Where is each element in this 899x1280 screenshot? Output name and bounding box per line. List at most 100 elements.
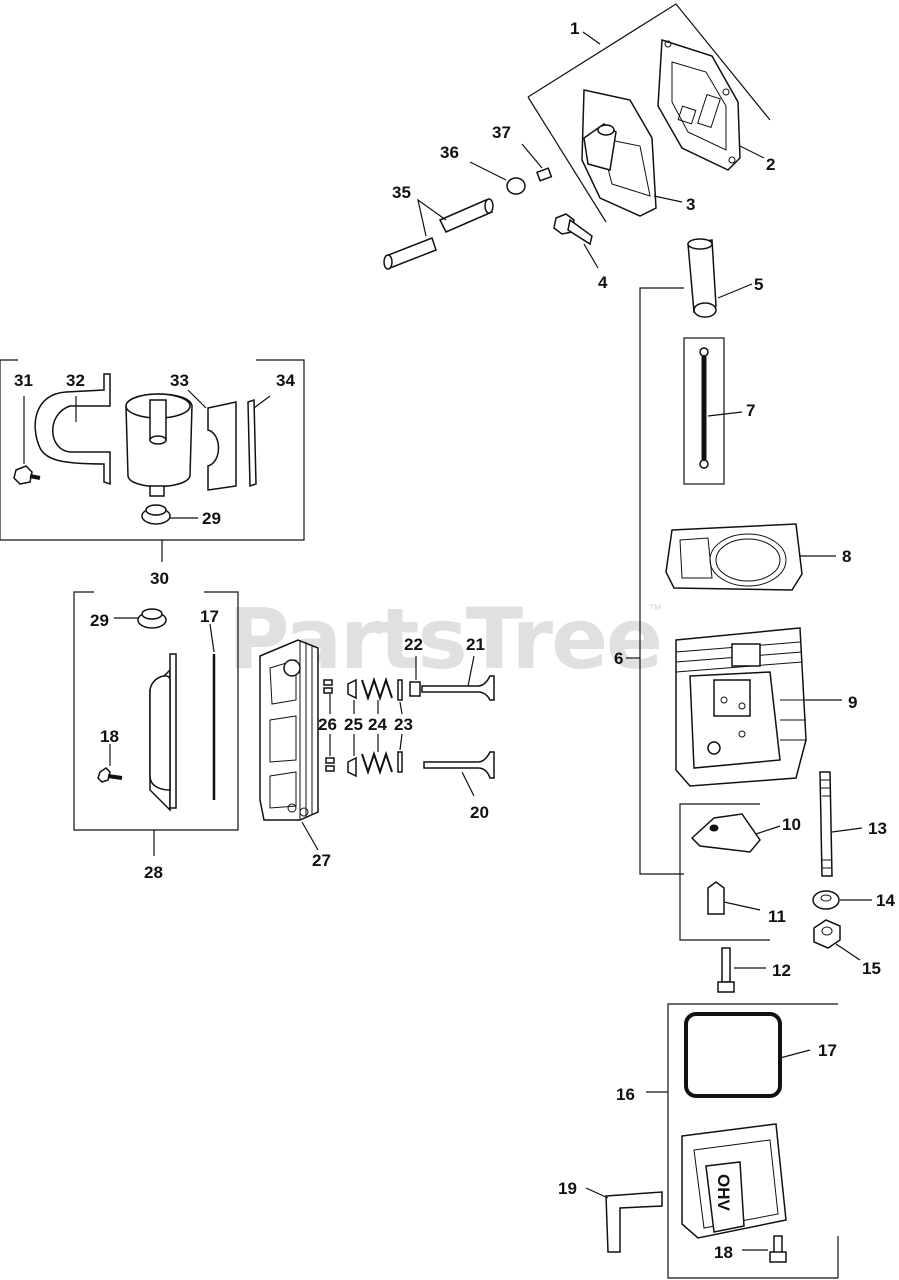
head-washer-hole — [820, 894, 832, 902]
valve-keeper-4 — [325, 765, 335, 772]
callout-1: 1 — [570, 19, 579, 38]
breather-hose-upper-end — [484, 198, 494, 214]
head-stud — [819, 771, 833, 877]
head-rocker-post — [731, 643, 761, 667]
valve-cover-assembly: OHV — [585, 1003, 839, 1279]
bracket-6 — [639, 287, 684, 875]
head-casting-boss-b — [299, 807, 309, 817]
valve-train — [259, 639, 495, 851]
breather-hose-lower — [385, 237, 437, 269]
callout-29-lower: 29 — [90, 611, 109, 630]
valve-lifter — [707, 881, 725, 915]
callout-2: 2 — [766, 155, 775, 174]
head-nut — [813, 919, 841, 949]
head-gasket — [665, 523, 803, 591]
leader-17a — [209, 623, 215, 653]
rocker-arm — [690, 813, 761, 853]
valve-cover-face — [693, 1139, 779, 1229]
callout-32: 32 — [66, 371, 85, 390]
callout-15: 15 — [862, 959, 881, 978]
callout-11: 11 — [768, 907, 786, 926]
head-bolt-shank — [721, 947, 731, 983]
gasket-hole-2 — [722, 88, 730, 96]
leader-17b — [779, 1049, 811, 1059]
valve-seal-2 — [397, 751, 403, 773]
push-rod-box — [683, 337, 725, 485]
callout-7: 7 — [746, 401, 755, 420]
leader-23b — [399, 733, 403, 751]
valve-cover-gasket — [684, 1012, 782, 1098]
head-hole-c — [738, 730, 746, 738]
callout-16: 16 — [616, 1085, 635, 1104]
leader-36 — [469, 161, 507, 181]
valve-cover-emblem — [705, 1161, 745, 1233]
head-bolt-boss — [707, 741, 721, 755]
leader-35 — [417, 198, 447, 237]
callout-19: 19 — [558, 1179, 577, 1198]
filter-canister-tube-end — [149, 435, 167, 445]
callout-13: 13 — [868, 819, 887, 838]
bracket-1 — [527, 3, 771, 121]
breather-filter-assembly — [0, 359, 305, 562]
valve-cover-logo: OHV — [714, 1174, 733, 1212]
callout-18-right: 18 — [714, 1243, 733, 1262]
push-rod-cap — [687, 239, 717, 313]
grommet-a-top — [145, 504, 167, 516]
head-bolt-head — [717, 981, 735, 993]
grommet-b-top — [141, 608, 163, 620]
head-hole-a — [720, 696, 728, 704]
leader-4 — [583, 243, 599, 269]
callout-24: 24 — [368, 715, 387, 734]
watermark-trademark: ™ — [648, 601, 662, 617]
head-gasket-bore-inner — [715, 538, 781, 582]
valve-spring-1 — [361, 676, 393, 702]
head-hole-b — [738, 702, 746, 710]
leader-3 — [653, 195, 683, 203]
callout-34: 34 — [276, 371, 295, 390]
leader-20 — [461, 771, 475, 797]
exhaust-valve — [421, 675, 495, 701]
valve-retainer-2 — [347, 756, 357, 778]
head-washer — [812, 890, 840, 910]
filter-screw-head — [13, 465, 33, 485]
callout-9: 9 — [848, 693, 857, 712]
leader-5 — [717, 283, 753, 299]
callout-26: 26 — [318, 715, 337, 734]
gasket-slot-a — [677, 105, 697, 125]
valve-seal-1 — [397, 679, 403, 701]
callout-22: 22 — [404, 635, 423, 654]
callout-20: 20 — [470, 803, 489, 822]
head-nut-hole — [821, 926, 833, 936]
callout-37: 37 — [492, 123, 511, 142]
head-gasket-port — [679, 537, 713, 579]
valve-cap — [409, 681, 421, 697]
valve-retainer-1 — [347, 678, 357, 700]
leader-37 — [521, 143, 543, 169]
callout-28: 28 — [144, 863, 163, 882]
breather-cover-assembly — [383, 3, 771, 270]
rocker-arm-hole — [709, 824, 719, 832]
callout-18-left: 18 — [100, 727, 119, 746]
bracket-1-left — [527, 96, 607, 223]
callout-14: 14 — [876, 891, 895, 910]
breather-spring — [536, 167, 553, 182]
leader-23a — [399, 701, 403, 715]
callout-21: 21 — [466, 635, 485, 654]
callout-25: 25 — [344, 715, 363, 734]
callout-33: 33 — [170, 371, 189, 390]
leader-15 — [835, 943, 861, 961]
callout-35: 35 — [392, 183, 411, 202]
side-cover-screw-shank — [107, 774, 123, 780]
callout-17-left: 17 — [200, 607, 219, 626]
callout-36: 36 — [440, 143, 459, 162]
head-casting-boss-a — [287, 803, 297, 813]
callout-6: 6 — [614, 649, 623, 668]
cylinder-head-group — [626, 238, 872, 993]
push-rod-cap-bottom — [693, 302, 717, 318]
gasket-hole-3 — [728, 156, 736, 164]
filter-mount — [207, 401, 237, 491]
head-stud-threads — [820, 779, 832, 869]
valve-cover-screw-head — [769, 1251, 787, 1263]
filter-screw-shank — [29, 474, 41, 480]
